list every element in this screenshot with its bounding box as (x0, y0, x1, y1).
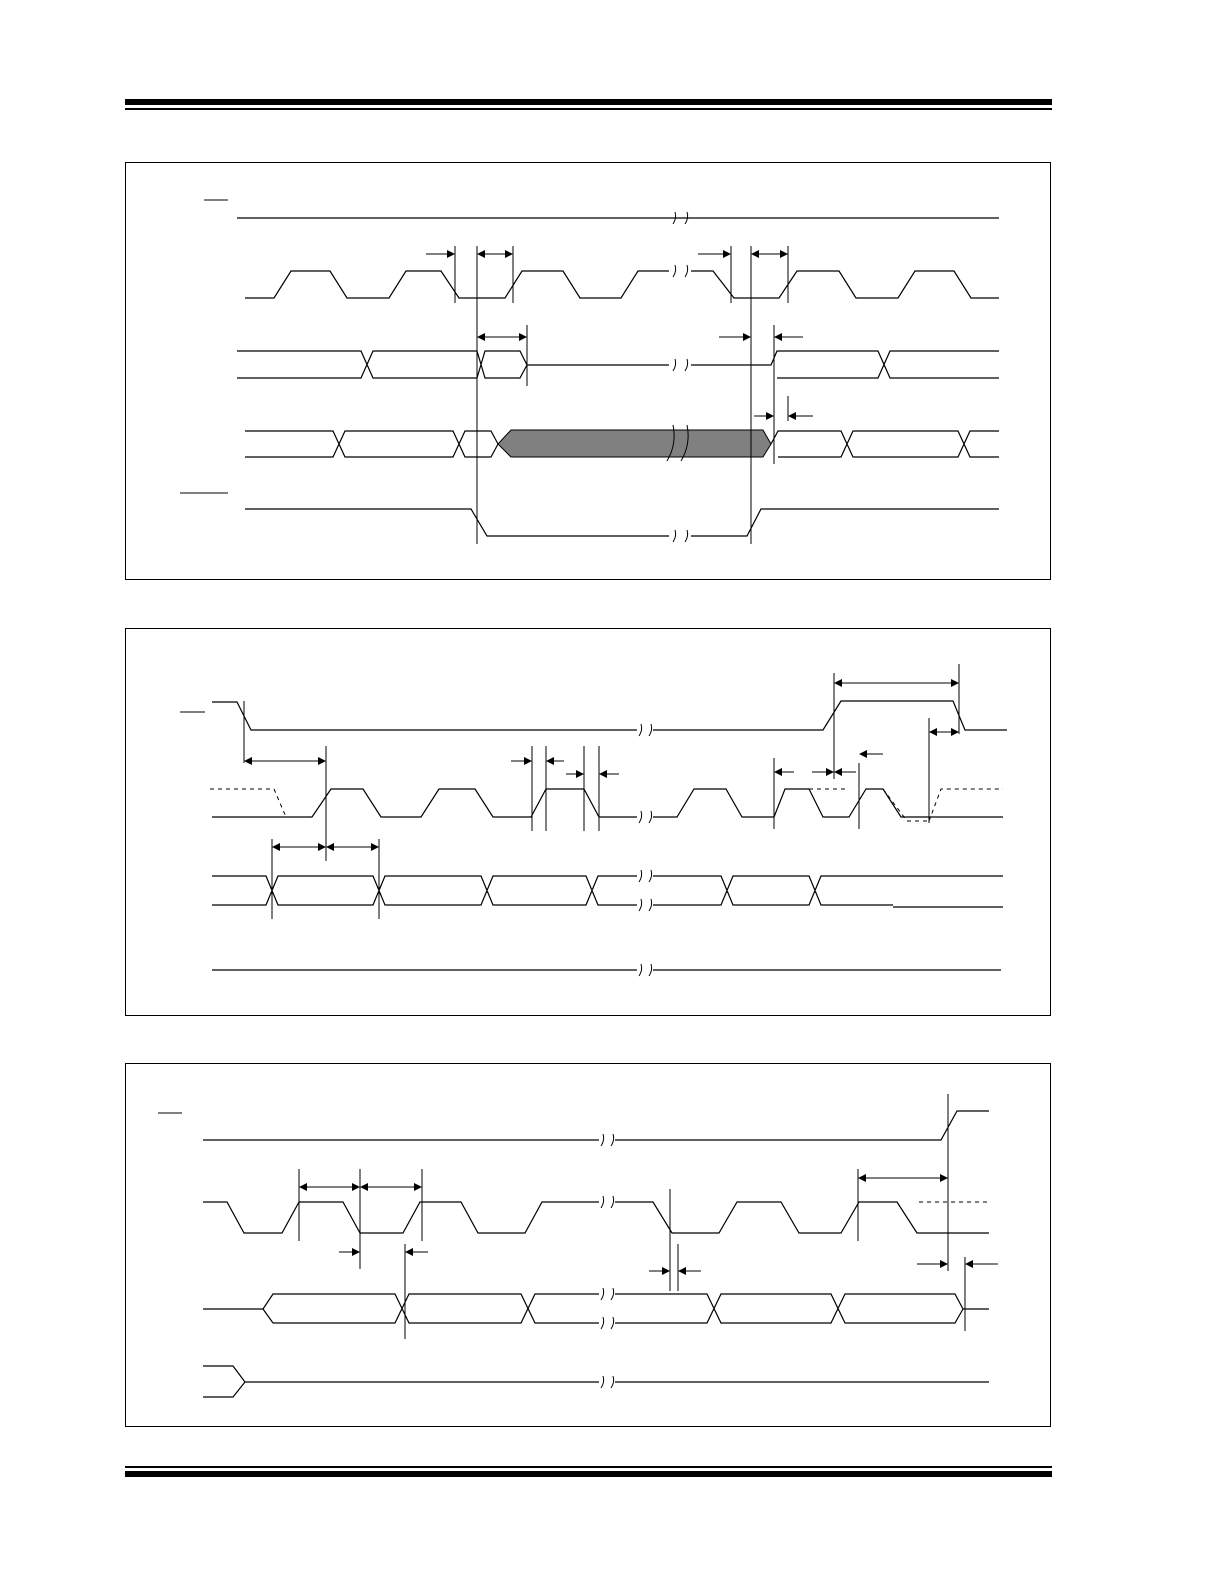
data-bus-2-shaded (497, 429, 772, 458)
timing-arrows (426, 253, 813, 417)
header-rule-thick (125, 99, 1052, 105)
break-marks (638, 723, 653, 977)
timing-diagram-2-svg (180, 664, 1007, 977)
timing-diagram-1 (125, 162, 1051, 580)
clock-waveform-solid (212, 788, 1003, 818)
arrowheads (299, 1174, 973, 1275)
reference-lines (243, 664, 960, 919)
timing-arrows (303, 1177, 998, 1272)
timing-diagram-3-svg (158, 1094, 998, 1398)
reference-lines (454, 246, 789, 544)
clock-waveform (203, 1201, 989, 1234)
output-line (203, 1365, 989, 1398)
clock-waveform (210, 788, 287, 818)
signal-line-top (203, 1110, 989, 1141)
break-marks (666, 211, 689, 543)
footer-rule-thick (125, 1471, 1052, 1477)
timing-arrows (248, 682, 955, 848)
data-bus (203, 1293, 989, 1324)
clock-waveform-dashed (809, 788, 1003, 822)
timing-diagram-2 (125, 628, 1051, 1016)
data-bus-2 (245, 430, 999, 458)
break-marks (600, 1133, 615, 1389)
header-rule-thin (125, 108, 1052, 110)
arrowheads (244, 679, 959, 851)
timing-diagram-3 (125, 1063, 1051, 1427)
signal-line-bottom (245, 508, 999, 537)
arrowheads (447, 250, 796, 420)
clock-waveform (245, 270, 999, 299)
signal-line-top (212, 700, 1007, 731)
data-bus (212, 875, 1003, 908)
data-bus-1 (237, 350, 999, 379)
footer-rule-thin (125, 1466, 1052, 1468)
reference-lines (298, 1094, 966, 1339)
timing-diagram-1-svg (180, 199, 999, 544)
